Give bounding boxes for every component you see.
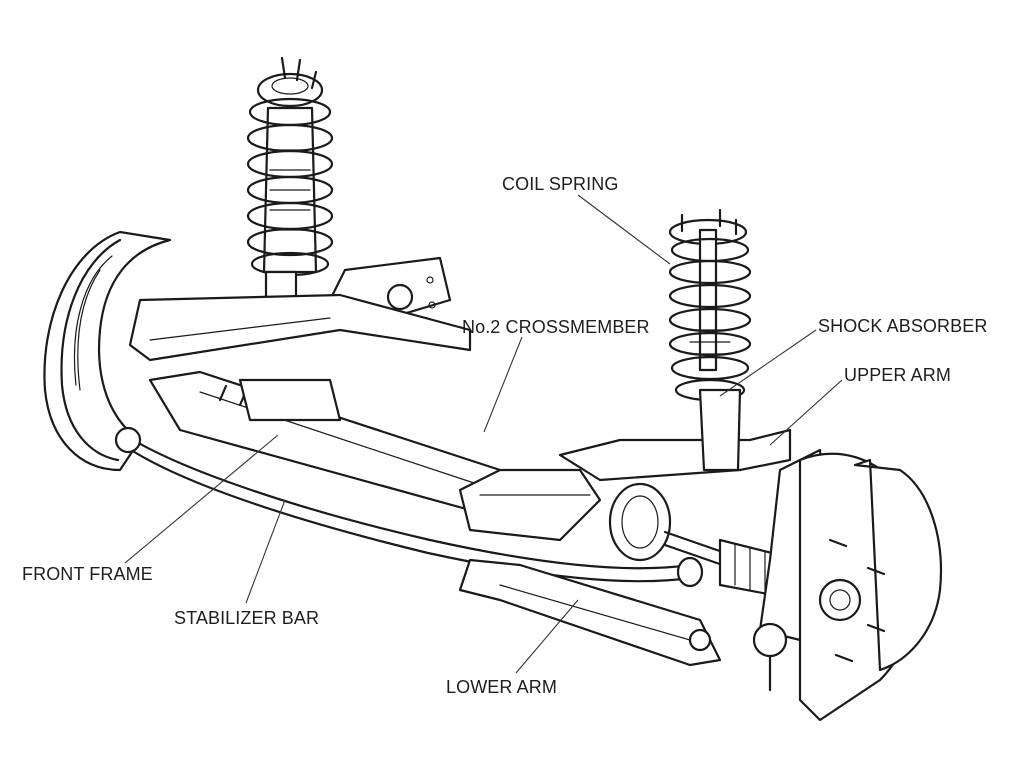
- leader-stabilizer-bar: [245, 499, 286, 604]
- left-coil-spring: [246, 97, 334, 277]
- leader-lines: [124, 194, 843, 674]
- center-crossmember: [458, 468, 602, 542]
- label-no2-crossmember: No.2 CROSSMEMBER: [462, 317, 650, 337]
- left-strut-assembly: [246, 56, 334, 324]
- label-coil-spring: COIL SPRING: [502, 174, 619, 194]
- leader-coil-spring: [577, 194, 671, 265]
- label-lower-arm: LOWER ARM: [446, 677, 557, 697]
- leader-shock-absorber: [719, 329, 817, 397]
- leader-front-frame: [124, 434, 279, 564]
- upper-arm: [558, 428, 792, 482]
- lower-arm: [458, 558, 722, 667]
- label-shock-absorber: SHOCK ABSORBER: [818, 316, 988, 336]
- label-front-frame: FRONT FRAME: [22, 564, 153, 584]
- leader-upper-arm: [769, 379, 843, 446]
- upper-cross-beam: [128, 293, 472, 362]
- leader-lower-arm: [515, 599, 579, 674]
- right-brake-disc: [798, 452, 942, 722]
- leader-no2-crossmember: [483, 336, 523, 433]
- left-brake-disc: [43, 230, 172, 472]
- stabilizer-bar: [114, 426, 704, 588]
- label-stabilizer-bar: STABILIZER BAR: [174, 608, 320, 628]
- right-coil-spring: [668, 237, 752, 402]
- right-strut-assembly: [668, 208, 752, 472]
- label-upper-arm: UPPER ARM: [844, 365, 951, 385]
